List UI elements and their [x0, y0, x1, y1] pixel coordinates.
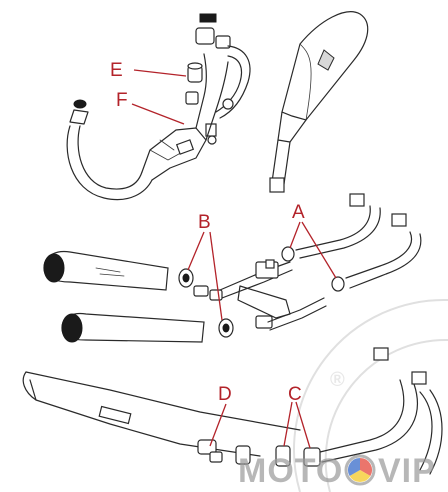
part-labels: E F B A D C	[110, 60, 305, 405]
gear-slice-blue	[347, 458, 360, 476]
bottom-exhaust-assembly	[22, 347, 443, 475]
top-right-muffler	[269, 11, 369, 193]
label-b: B	[198, 212, 211, 233]
middle-exhaust-assembly	[43, 193, 422, 343]
label-e: E	[110, 60, 123, 81]
watermark-gear-icon	[344, 454, 376, 486]
label-d: D	[218, 384, 232, 405]
gear-slice-red	[360, 458, 373, 476]
watermark-text-left: MOTO	[238, 452, 343, 490]
watermark-text-right: VIP	[378, 452, 436, 490]
watermark-logo: MOTO VIP	[238, 452, 436, 490]
label-f: F	[116, 90, 128, 111]
label-a: A	[292, 202, 305, 223]
label-c: C	[288, 384, 302, 405]
svg-text:®: ®	[330, 369, 346, 391]
leader-lines	[131, 69, 337, 449]
top-header-assembly	[66, 13, 251, 201]
gear-slice-yellow	[349, 470, 371, 483]
